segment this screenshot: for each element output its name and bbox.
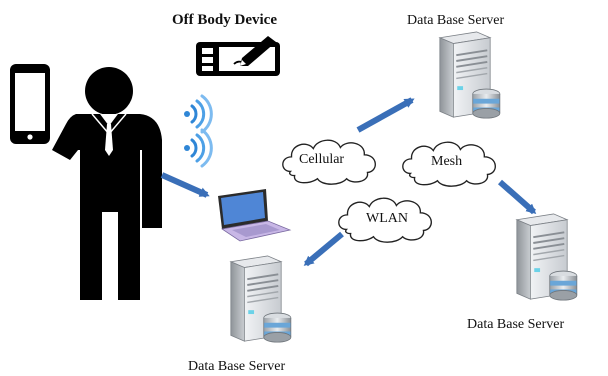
person-icon (52, 67, 162, 300)
cloud-wlan-label: WLAN (366, 211, 408, 226)
server-right-icon (515, 212, 578, 302)
off-body-device-label: Off Body Device (172, 12, 277, 28)
cloud-mesh: Mesh (402, 141, 496, 187)
laptop-icon (218, 189, 292, 242)
cloud-cellular: Cellular (282, 139, 376, 185)
cloud-mesh-label: Mesh (431, 154, 462, 169)
tablet-stylus-icon (196, 36, 280, 76)
server-top-label: Data Base Server (407, 13, 505, 28)
smartphone-icon (10, 64, 50, 144)
arrow-wlan-to-server (303, 231, 344, 267)
arrows (160, 97, 537, 267)
arrow-cellular-to-server (356, 97, 415, 133)
wifi-signal-icon (184, 94, 213, 168)
arrow-mesh-to-server (498, 179, 537, 215)
cloud-cellular-label: Cellular (299, 152, 344, 167)
arrow-person-to-laptop (160, 172, 210, 198)
server-bottom-icon (229, 254, 292, 344)
server-bottom-label: Data Base Server (188, 359, 286, 374)
cloud-wlan: WLAN (338, 197, 432, 243)
server-top-icon (438, 30, 501, 120)
server-right-label: Data Base Server (467, 317, 565, 332)
